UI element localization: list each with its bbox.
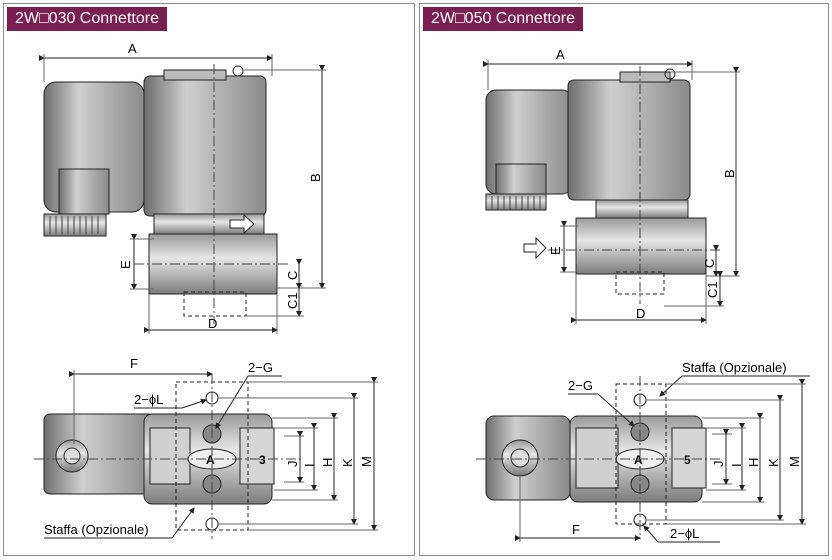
plan-view: A 5 2−G Staffa (Opzionale) F 2−ϕL — [476, 360, 810, 543]
dim-C1: C1 — [285, 292, 300, 309]
panel-title: 2W□050 Connettore — [423, 7, 583, 31]
port-3: 3 — [259, 453, 266, 467]
dim-C: C — [285, 271, 300, 280]
label-staffa: Staffa (Opzionale) — [682, 360, 787, 375]
dim-B: B — [308, 173, 323, 182]
dim-B: B — [722, 169, 737, 178]
dim-K: K — [766, 458, 781, 467]
side-view: A B C C1 E — [483, 47, 740, 324]
panel-2w050: 2W□050 Connettore — [419, 3, 829, 556]
plan-view: A 3 F 2−G 2−ϕL Staffa (Opzionale) — [34, 356, 378, 539]
dim-D: D — [636, 306, 645, 321]
dim-M: M — [787, 456, 802, 467]
dim-A: A — [556, 47, 565, 62]
drawing-2w050: A B C C1 E — [476, 47, 810, 543]
dim-C1: C1 — [705, 281, 720, 298]
panel-2w030: 2W□030 Connettore — [3, 3, 415, 556]
dim-H: H — [746, 458, 761, 467]
dim-H: H — [320, 458, 335, 467]
dim-C: C — [702, 259, 717, 268]
label-2-phiL: 2−ϕL — [134, 392, 163, 407]
label-2-G: 2−G — [568, 378, 593, 393]
dim-I: I — [729, 463, 744, 467]
valve-body — [575, 217, 707, 275]
dim-I: I — [302, 463, 317, 467]
dim-A: A — [128, 41, 137, 56]
drawing-2w030: A B C C1 E D — [34, 41, 378, 539]
coil-body — [143, 75, 267, 217]
dim-M: M — [359, 456, 374, 467]
panel-title: 2W□030 Connettore — [7, 7, 167, 31]
port-5: 5 — [684, 453, 691, 467]
inner-a: A — [206, 453, 215, 467]
dim-E: E — [548, 246, 563, 255]
dim-J: J — [711, 461, 726, 468]
dim-F: F — [572, 522, 580, 537]
dim-F: F — [130, 356, 138, 371]
label-2-phiL: 2−ϕL — [670, 526, 699, 541]
dim-K: K — [340, 458, 355, 467]
dim-E: E — [118, 260, 133, 269]
label-2-G: 2−G — [248, 360, 273, 375]
dim-J: J — [285, 461, 300, 468]
label-staffa: Staffa (Opzionale) — [44, 522, 149, 537]
side-view: A B C C1 E D — [39, 41, 326, 334]
coil-body — [567, 79, 691, 201]
inner-a: A — [634, 453, 643, 467]
dim-D: D — [208, 316, 217, 331]
